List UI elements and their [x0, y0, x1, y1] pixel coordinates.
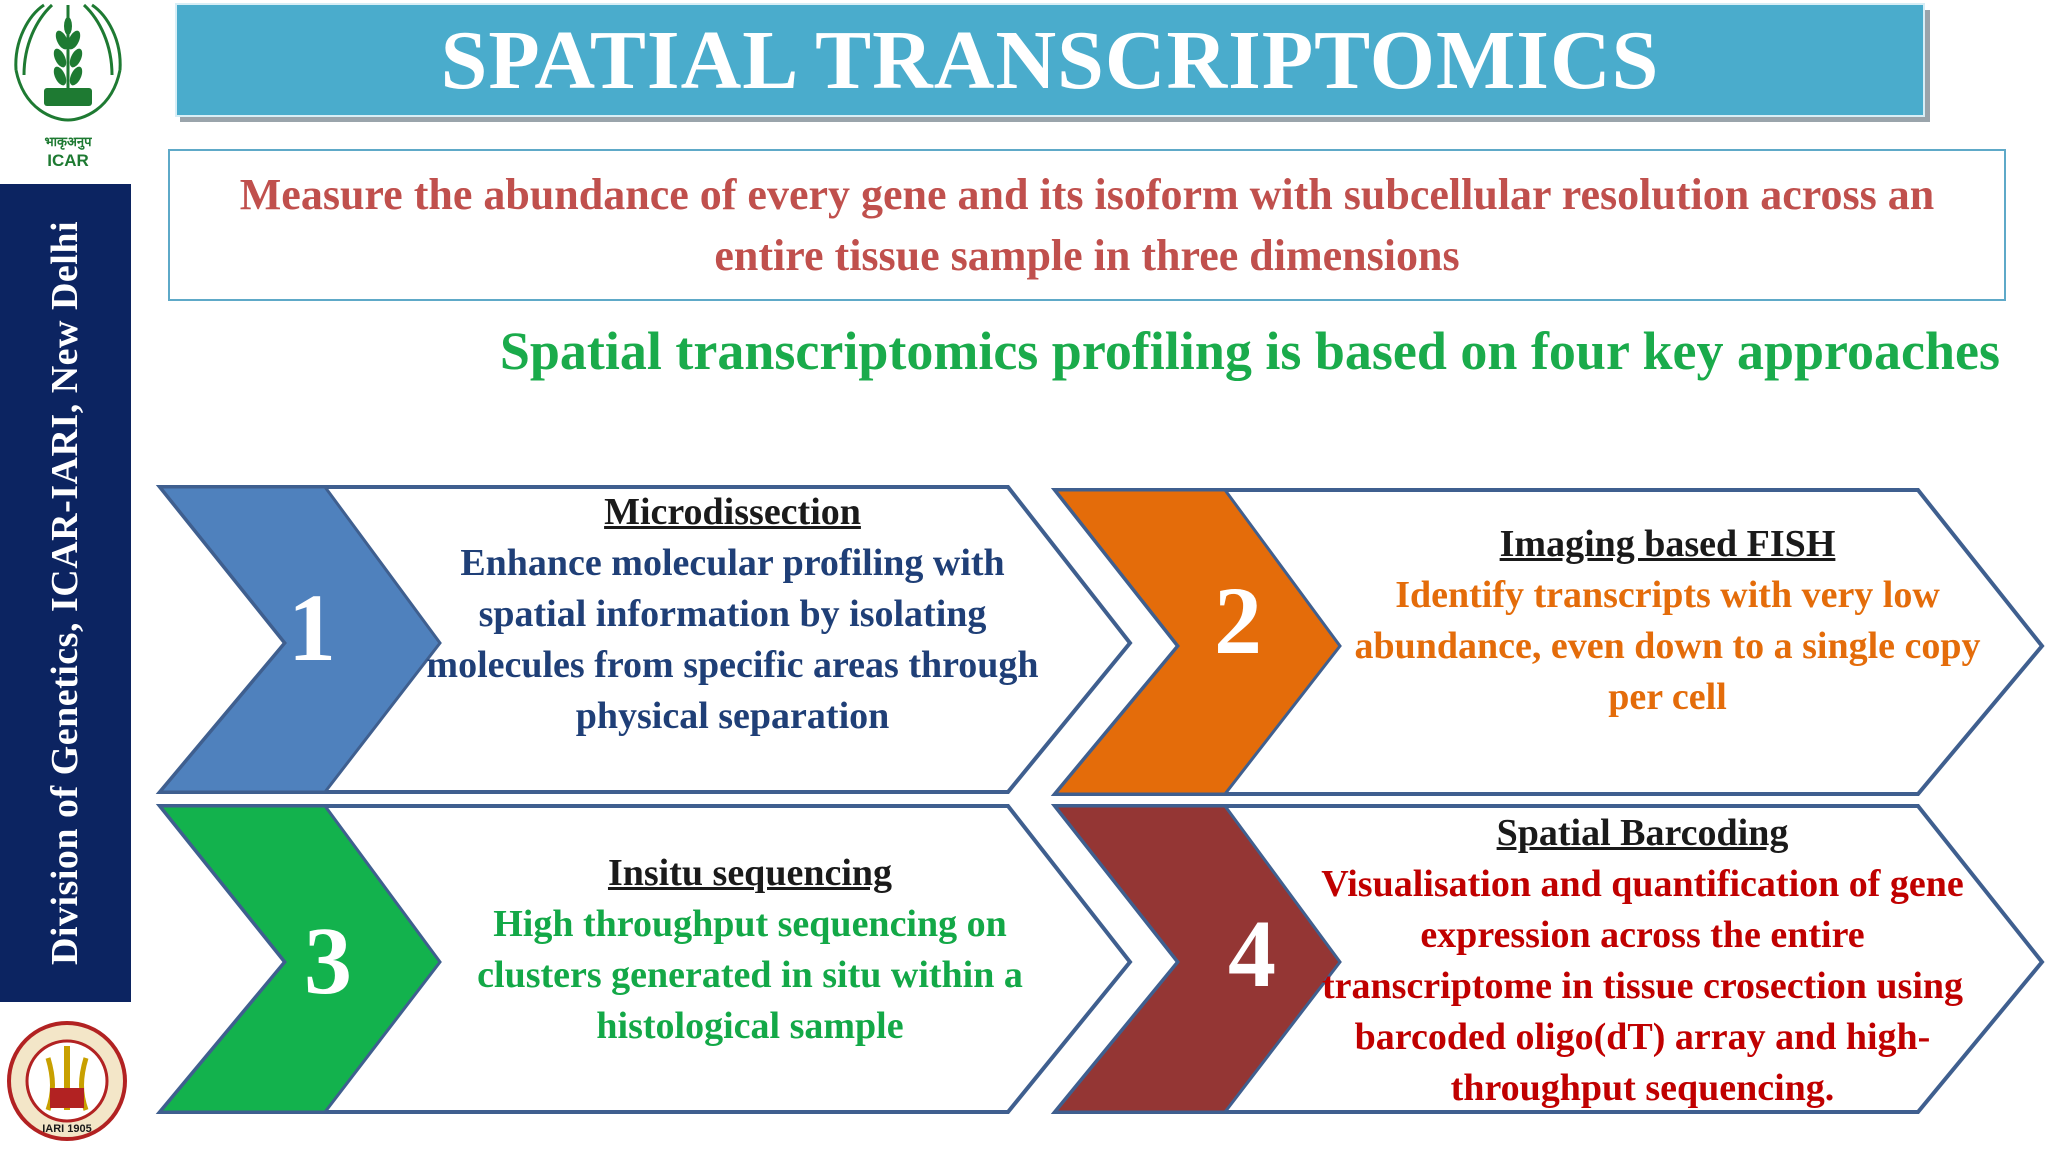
definition-text: Measure the abundance of every gene and … — [239, 170, 1935, 280]
approach-1-chevron — [156, 485, 442, 794]
approach-2-chevron — [1051, 488, 1342, 796]
approach-1-number: 1 — [288, 574, 336, 681]
approach-3-heading: Insitu sequencing — [607, 852, 893, 894]
icar-caption: ICAR — [47, 151, 89, 170]
approach-3-text: Insitu sequencing High throughput sequen… — [430, 847, 1070, 1052]
approach-3-number: 3 — [304, 907, 352, 1014]
iari-caption: IARI 1905 — [42, 1123, 92, 1135]
page-title: SPATIAL TRANSCRIPTOMICS — [440, 13, 1660, 107]
approach-2-number: 2 — [1214, 567, 1262, 674]
approach-2-body: Identify transcripts with very low abund… — [1354, 574, 1981, 718]
icar-logo: भाकृअनुप ICAR — [14, 3, 122, 170]
definition-box: Measure the abundance of every gene and … — [168, 149, 2006, 301]
approach-3-body: High throughput sequencing on clusters g… — [477, 903, 1023, 1047]
iari-logo: IARI 1905 — [7, 1021, 127, 1141]
approach-2-heading: Imaging based FISH — [1499, 523, 1836, 565]
approach-1-text: Microdissection Enhance molecular profil… — [415, 486, 1050, 742]
icar-hindi-caption: भाकृअनुप — [44, 135, 92, 150]
sidebar-band: Division of Genetics, ICAR-IARI, New Del… — [0, 184, 131, 1002]
subheading: Spatial transcriptomics profiling is bas… — [499, 321, 2000, 381]
approach-3-chevron — [156, 804, 442, 1114]
approach-4-body: Visualisation and quantification of gene… — [1321, 863, 1964, 1109]
approach-1-heading: Microdissection — [604, 491, 861, 533]
approach-4-heading: Spatial Barcoding — [1496, 812, 1789, 854]
approach-4-text: Spatial Barcoding Visualisation and quan… — [1310, 807, 1975, 1114]
approach-1-body: Enhance molecular profiling with spatial… — [426, 542, 1039, 737]
title-banner: SPATIAL TRANSCRIPTOMICS — [175, 3, 1925, 117]
approach-2-text: Imaging based FISH Identify transcripts … — [1340, 518, 1995, 723]
approach-4-chevron — [1051, 804, 1342, 1114]
approach-4-number: 4 — [1228, 900, 1276, 1007]
